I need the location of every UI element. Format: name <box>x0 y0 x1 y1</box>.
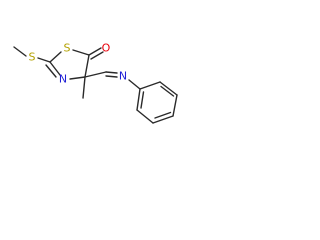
bond-n3-c2-2 <box>45 64 57 78</box>
phenyl-bond-2 <box>159 81 178 96</box>
bond-c4-ch <box>84 71 107 78</box>
bond-ch-n-2 <box>105 75 118 78</box>
atom-o-carbonyl: O <box>102 42 111 55</box>
bond-methyl-s <box>13 46 27 57</box>
phenyl-double-2 <box>154 111 172 119</box>
atom-labels: S S O N N <box>29 42 128 86</box>
phenyl-bond-6 <box>136 88 141 111</box>
atom-s-ring: S <box>64 42 71 55</box>
phenyl-bond-3 <box>172 94 178 117</box>
bond-c4-n3 <box>69 76 86 80</box>
phenyl-double-3 <box>140 91 145 109</box>
bond-c4-methyl <box>82 76 86 99</box>
bond-s-ring-c5 <box>72 49 90 56</box>
atom-n-ring: N <box>59 73 67 86</box>
bond-n-phenyl <box>128 79 141 90</box>
phenyl-bond-5 <box>136 109 154 124</box>
bond-ch-n-1 <box>105 71 118 74</box>
phenyl-bond-1 <box>139 81 161 90</box>
bonds <box>13 46 178 124</box>
bond-n3-c2-1 <box>49 61 61 76</box>
phenyl-bond-4 <box>152 115 174 124</box>
bond-c5-o-2 <box>90 51 104 60</box>
atom-n-imine: N <box>119 70 127 83</box>
bond-c5-c4 <box>84 54 90 78</box>
atom-s-thioether: S <box>29 51 36 64</box>
phenyl-double-1 <box>160 85 175 97</box>
chemical-structure: S S O N N <box>13 42 178 124</box>
bond-c5-o-1 <box>88 47 102 56</box>
bond-s-c2 <box>37 57 51 63</box>
bond-c2-s-ring <box>49 51 62 63</box>
